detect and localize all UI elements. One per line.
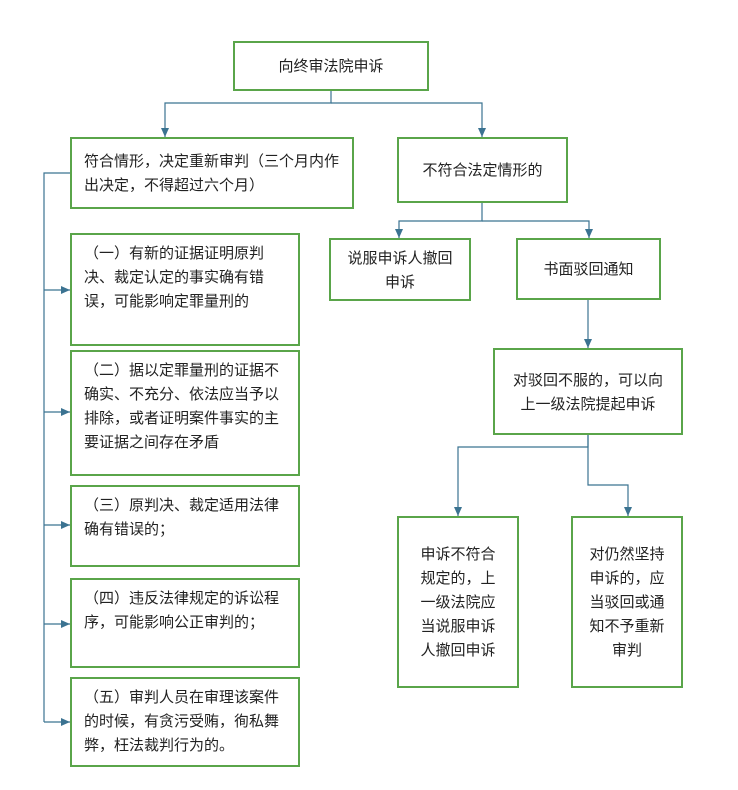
condition-item-5-label: （五）审判人员在审理该案件的时候，有贪污受贿，徇私舞弊，枉法裁判行为的。 — [84, 688, 280, 754]
connector-root-right — [331, 102, 486, 137]
connector-left-spine — [43, 172, 70, 722]
connector-right-persuade — [395, 203, 483, 238]
appeal-higher-court-label: 对驳回不服的，可以向上一级法院提起申诉 — [512, 370, 663, 413]
left-branch-node: 符合情形，决定重新审判（三个月内作出决定，不得超过六个月） — [70, 137, 354, 209]
condition-item-1-label: （一）有新的证据证明原判决、裁定认定的事实确有错误，可能影响定罪量刑的 — [84, 244, 265, 310]
condition-item-3: （三）原判决、裁定适用法律确有错误的； — [70, 485, 300, 567]
condition-item-3-label: （三）原判决、裁定适用法律确有错误的； — [84, 496, 280, 538]
root-node: 向终审法院申诉 — [233, 41, 429, 91]
connector-root-left — [161, 91, 332, 137]
persuade-withdraw-label: 说服申诉人撤回申诉 — [347, 248, 453, 291]
connector-right-written — [482, 220, 593, 238]
appeal-higher-court-node: 对驳回不服的，可以向上一级法院提起申诉 — [493, 348, 683, 435]
persuade-withdraw-node: 说服申诉人撤回申诉 — [329, 238, 471, 301]
root-label: 向终审法院申诉 — [278, 57, 384, 75]
right-branch-label: 不符合法定情形的 — [422, 161, 543, 179]
written-rejection-node: 书面驳回通知 — [516, 238, 661, 300]
connector-appeal-a — [454, 435, 589, 516]
condition-item-2: （二）据以定罪量刑的证据不确实、不充分、依法应当予以排除，或者证明案件事实的主要… — [70, 350, 300, 476]
condition-item-5: （五）审判人员在审理该案件的时候，有贪污受贿，徇私舞弊，枉法裁判行为的。 — [70, 677, 300, 767]
outcome-a-label: 申诉不符合规定的，上一级法院应当说服申诉人撤回申诉 — [420, 545, 496, 659]
right-branch-node: 不符合法定情形的 — [397, 137, 568, 203]
condition-item-2-label: （二）据以定罪量刑的证据不确实、不充分、依法应当予以排除，或者证明案件事实的主要… — [84, 361, 280, 451]
connector-appeal-b — [587, 435, 632, 516]
condition-item-4: （四）违反法律规定的诉讼程序，可能影响公正审判的； — [70, 578, 300, 668]
outcome-b-label: 对仍然坚持申诉的，应当驳回或通知不予重新审判 — [589, 545, 665, 659]
outcome-a-node: 申诉不符合规定的，上一级法院应当说服申诉人撤回申诉 — [397, 516, 519, 688]
outcome-b-node: 对仍然坚持申诉的，应当驳回或通知不予重新审判 — [571, 516, 683, 688]
condition-item-4-label: （四）违反法律规定的诉讼程序，可能影响公正审判的； — [84, 589, 280, 631]
condition-item-1: （一）有新的证据证明原判决、裁定认定的事实确有错误，可能影响定罪量刑的 — [70, 233, 300, 346]
written-rejection-label: 书面驳回通知 — [543, 260, 634, 278]
left-branch-label: 符合情形，决定重新审判（三个月内作出决定，不得超过六个月） — [84, 152, 340, 194]
